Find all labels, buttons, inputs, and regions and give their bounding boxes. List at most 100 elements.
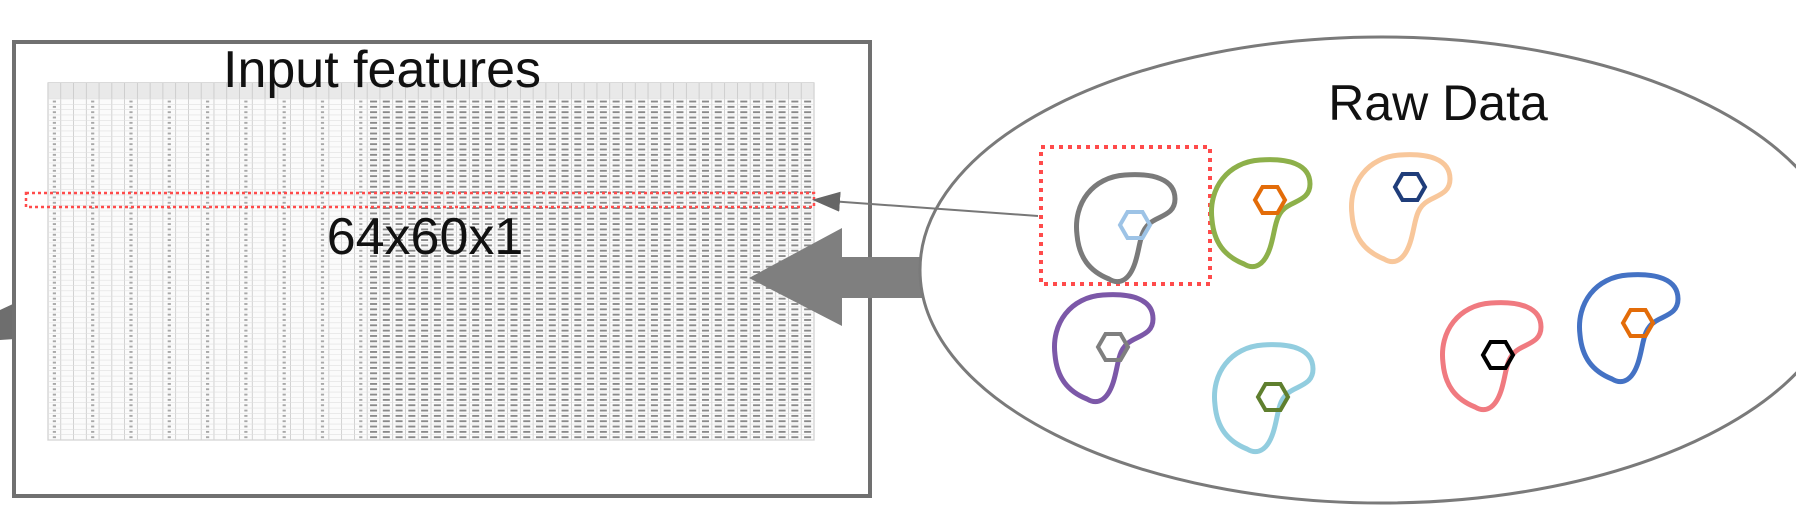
table-cell-mark: [612, 319, 620, 321]
table-cell-mark: [574, 281, 582, 284]
table-cell-mark: [510, 212, 518, 215]
table-cell-mark: [791, 303, 799, 305]
table-cell-mark: [548, 116, 556, 119]
table-cell-mark: [778, 148, 786, 151]
table-cell-mark: [129, 100, 133, 103]
table-cell-mark: [167, 217, 171, 220]
table-cell-mark: [740, 127, 748, 130]
table-cell-mark: [129, 297, 133, 300]
table-cell-mark: [612, 111, 620, 114]
table-cell-mark: [561, 223, 569, 226]
sample-3: [1349, 152, 1453, 265]
table-cell-mark: [52, 175, 56, 178]
table-cell-mark: [359, 340, 363, 343]
table-cell-mark: [433, 398, 441, 401]
table-cell-mark: [472, 148, 480, 151]
table-cell-mark: [701, 430, 709, 433]
table-cell-mark: [612, 308, 620, 311]
table-cell-mark: [167, 271, 171, 273]
table-cell-mark: [167, 233, 171, 236]
table-cell-mark: [612, 153, 620, 156]
table-cell-mark: [638, 372, 646, 375]
table-cell-mark: [753, 388, 761, 391]
table-cell-mark: [561, 148, 569, 151]
table-cell-mark: [574, 217, 582, 220]
table-cell-mark: [650, 308, 658, 311]
table-cell-mark: [701, 377, 709, 380]
table-cell-mark: [804, 105, 812, 108]
table-cell-mark: [612, 207, 620, 210]
table-cell-mark: [740, 121, 748, 124]
table-cell-mark: [91, 388, 95, 391]
table-cell-mark: [599, 265, 607, 268]
table-cell-mark: [753, 356, 761, 359]
table-cell-mark: [650, 436, 658, 439]
table-cell-mark: [282, 297, 286, 300]
table-cell-mark: [625, 382, 633, 385]
table-cell-mark: [804, 414, 812, 417]
table-cell-mark: [523, 164, 531, 167]
table-cell-mark: [484, 414, 492, 417]
table-cell-mark: [587, 111, 595, 114]
table-cell-mark: [536, 201, 544, 204]
table-cell-mark: [587, 409, 595, 412]
table-cell-mark: [753, 121, 761, 124]
table-cell-mark: [370, 436, 378, 439]
table-cell-mark: [676, 297, 684, 300]
table-cell-mark: [689, 233, 697, 236]
table-cell-mark: [497, 361, 505, 364]
table-cell-mark: [320, 116, 325, 119]
hexagon-icon: [1095, 332, 1131, 362]
table-cell-mark: [497, 127, 505, 130]
table-cell-mark: [484, 425, 492, 428]
table-cell-mark: [714, 137, 722, 140]
table-cell-mark: [727, 196, 735, 199]
table-cell-mark: [612, 361, 620, 364]
table-cell-mark: [472, 201, 480, 204]
table-cell-mark: [740, 217, 748, 220]
table-cell-mark: [497, 260, 505, 263]
table-cell-mark: [244, 127, 248, 130]
table-cell-mark: [359, 180, 363, 183]
table-cell-mark: [676, 212, 684, 215]
table-cell-mark: [446, 425, 454, 428]
table-cell-mark: [638, 313, 646, 316]
table-cell-mark: [205, 105, 210, 108]
table-cell-mark: [740, 191, 748, 194]
table-cell-mark: [714, 361, 722, 364]
table-cell-mark: [370, 260, 378, 263]
table-cell-mark: [561, 319, 569, 321]
table-cell-mark: [701, 116, 709, 119]
table-cell-mark: [472, 388, 480, 391]
table-cell-mark: [701, 292, 709, 295]
table-cell-mark: [320, 393, 325, 396]
table-cell-mark: [282, 329, 286, 332]
table-cell-mark: [244, 324, 248, 327]
table-cell-mark: [382, 398, 390, 401]
table-cell-mark: [91, 175, 95, 178]
table-cell-mark: [587, 319, 595, 321]
table-cell-mark: [701, 153, 709, 156]
table-cell-mark: [472, 287, 480, 289]
table-cell-mark: [599, 361, 607, 364]
table-cell-mark: [625, 201, 633, 204]
table-cell-mark: [778, 340, 786, 343]
table-cell-mark: [446, 100, 454, 103]
table-cell-mark: [167, 414, 171, 417]
table-cell-mark: [689, 313, 697, 316]
table-cell-mark: [91, 287, 95, 289]
table-cell-mark: [370, 308, 378, 311]
table-cell-mark: [676, 425, 684, 428]
table-cell-mark: [625, 180, 633, 183]
table-cell-mark: [510, 425, 518, 428]
table-cell-mark: [689, 281, 697, 284]
table-cell-mark: [650, 175, 658, 178]
table-cell-mark: [359, 414, 363, 417]
table-cell-mark: [484, 404, 492, 407]
table-cell-mark: [791, 105, 799, 108]
table-cell-mark: [663, 425, 671, 428]
table-cell-mark: [804, 233, 812, 236]
table-cell-mark: [129, 329, 133, 332]
table-cell-mark: [701, 436, 709, 439]
table-cell-mark: [91, 351, 95, 353]
